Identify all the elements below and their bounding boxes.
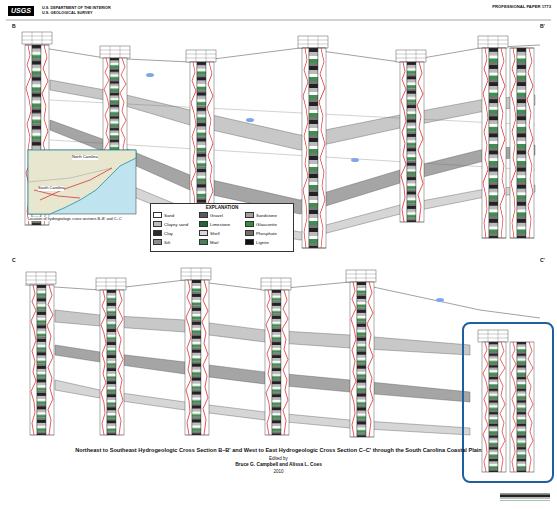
poster-title: Northeast to Southeast Hydrogeologic Cro…	[0, 447, 557, 453]
legend-text: Limestone	[210, 222, 230, 227]
legend-text: Sand	[164, 213, 174, 218]
legend-swatch	[245, 239, 254, 245]
legend-text: Shell	[210, 231, 220, 236]
legend-item: Silt	[153, 239, 170, 245]
legend-swatch	[199, 221, 208, 227]
explanation-box: EXPLANATION	[150, 203, 294, 252]
agency-logo: USGS	[8, 6, 34, 16]
legend-swatch	[245, 221, 254, 227]
legend-swatch	[199, 239, 208, 245]
legend-text: Silt	[164, 240, 170, 245]
legend-item: Lignite	[245, 239, 269, 245]
legend-swatch	[245, 230, 254, 236]
legend-item: Clay	[153, 230, 173, 236]
legend-swatch	[153, 212, 162, 218]
legend-text: Phosphate	[256, 231, 277, 236]
legend-swatch	[199, 230, 208, 236]
agency-name: U.S. DEPARTMENT OF THE INTERIOR	[42, 6, 111, 10]
legend-text: Sandstone	[256, 213, 277, 218]
legend-text: Marl	[210, 240, 219, 245]
legend-text: Glauconite	[256, 222, 277, 227]
editor-line: Edited by	[0, 456, 557, 461]
legend-item: Shell	[199, 230, 220, 236]
section-end-label: B	[12, 24, 16, 30]
section-end-label: C'	[540, 258, 545, 264]
map-caption: Location of hydrogeologic cross sections…	[28, 217, 122, 221]
legend-item: Glauconite	[245, 221, 277, 227]
agency-name: U.S. GEOLOGICAL SURVEY	[42, 11, 93, 15]
series-label: PROFESSIONAL PAPER 1773	[492, 5, 551, 10]
year-label: 2010	[0, 469, 557, 474]
map-state-label: South Carolina	[38, 186, 64, 191]
legend-swatch	[153, 230, 162, 236]
legend-item: Sandstone	[245, 212, 277, 218]
legend-item: Gravel	[199, 212, 223, 218]
legend-item: Limestone	[199, 221, 230, 227]
editor-names: Bruce G. Campbell and Alissa L. Coes	[0, 462, 557, 468]
legend-swatch	[153, 239, 162, 245]
legend-item: Marl	[199, 239, 219, 245]
legend-item: Clayey sand	[153, 221, 188, 227]
legend-swatch	[153, 221, 162, 227]
legend-text: Gravel	[210, 213, 223, 218]
map-state-label: North Carolina	[72, 155, 98, 160]
legend-item: Sand	[153, 212, 174, 218]
legend-swatch	[245, 212, 254, 218]
legend-item: Phosphate	[245, 230, 277, 236]
legend-text: Lignite	[256, 240, 269, 245]
box-heading: EXPLANATION	[151, 205, 293, 210]
legend-swatch	[199, 212, 208, 218]
section-end-label: C	[12, 258, 16, 264]
legend-text: Clayey sand	[164, 222, 188, 227]
section-end-label: B'	[540, 24, 545, 30]
legend-text: Clay	[164, 231, 173, 236]
